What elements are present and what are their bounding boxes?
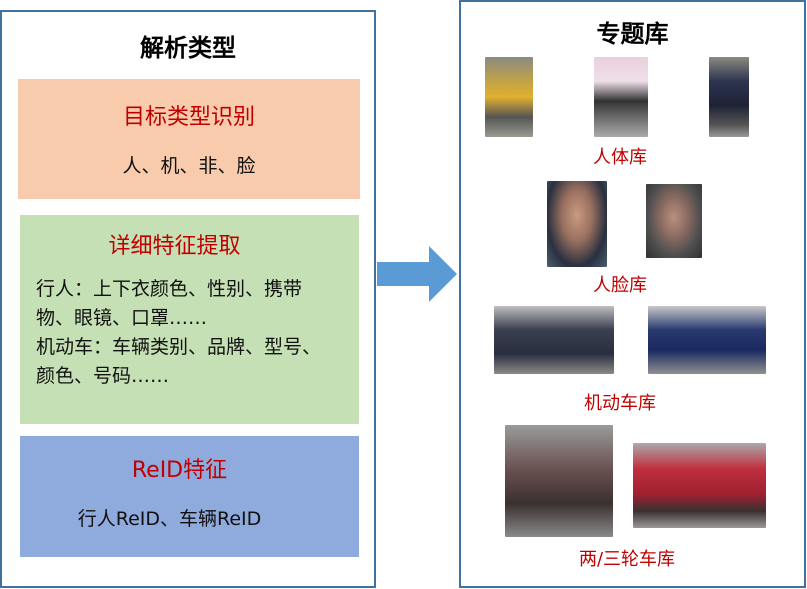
- pedestrian-image: [709, 57, 749, 137]
- reid-box: ReID特征 行人ReID、车辆ReID: [20, 436, 359, 557]
- arrow-right-icon: [377, 246, 457, 302]
- face-image: [646, 184, 702, 258]
- two-three-wheeler-library-label: 两/三轮车库: [578, 549, 676, 570]
- target-recognition-box: 目标类型识别 人、机、非、脸: [18, 79, 360, 199]
- vehicle-attrs-line2: 颜色、号码……: [36, 365, 170, 387]
- pedestrian-image: [594, 57, 648, 137]
- target-recognition-text: 人、机、非、脸: [122, 155, 256, 177]
- vehicle-image: [648, 306, 766, 374]
- target-recognition-title: 目标类型识别: [122, 105, 255, 130]
- detail-feature-box: 详细特征提取 行人：上下衣颜色、性别、携带 物、眼镜、口罩…… 机动车：车辆类别…: [20, 215, 359, 424]
- topic-library-title: 专题库: [596, 20, 669, 48]
- analysis-type-title: 解析类型: [140, 34, 236, 62]
- pedestrian-attrs-line2: 物、眼镜、口罩……: [36, 307, 208, 329]
- detail-feature-text: 行人：上下衣颜色、性别、携带 物、眼镜、口罩…… 机动车：车辆类别、品牌、型号、…: [36, 275, 321, 391]
- pedestrian-image: [485, 57, 533, 137]
- detail-feature-title: 详细特征提取: [108, 234, 241, 259]
- pedestrian-attrs-line1: 行人：上下衣颜色、性别、携带: [36, 278, 303, 300]
- face-image: [547, 181, 607, 267]
- body-library-label: 人体库: [593, 147, 647, 168]
- reid-text: 行人ReID、车辆ReID: [77, 508, 262, 530]
- face-library-label: 人脸库: [593, 275, 647, 296]
- reid-title: ReID特征: [131, 458, 228, 483]
- tricycle-image: [633, 443, 766, 528]
- two-wheeler-image: [505, 425, 613, 537]
- vehicle-attrs-line1: 机动车：车辆类别、品牌、型号、: [36, 336, 322, 358]
- motor-vehicle-library-label: 机动车库: [584, 393, 656, 414]
- analysis-type-panel: 解析类型 目标类型识别 人、机、非、脸 详细特征提取 行人：上下衣颜色、性别、携…: [0, 10, 376, 588]
- vehicle-image: [494, 306, 614, 374]
